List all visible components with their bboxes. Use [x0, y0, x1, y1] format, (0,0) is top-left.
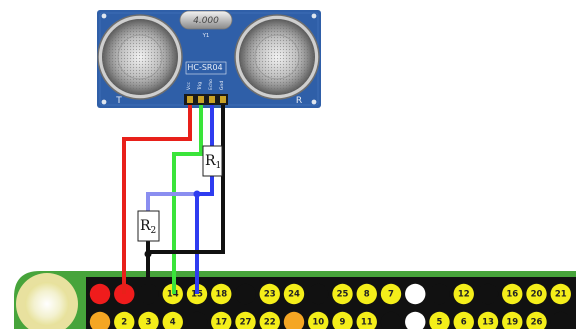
gpio-pin-bottom-4 — [162, 311, 183, 329]
gpio-pin-label: 4 — [170, 318, 176, 328]
trig-wire — [172, 105, 203, 294]
resistor-r1: R1 — [202, 145, 223, 177]
gpio-pin-label: 26 — [531, 318, 543, 328]
pin-label-vcc: Vcc — [186, 81, 192, 90]
transmitter-label: T — [115, 96, 122, 106]
svg-text:R1: R1 — [205, 153, 221, 171]
crystal-ref: Y1 — [202, 33, 210, 39]
divider-midpoint-wire — [146, 192, 197, 211]
gpio-pin-bottom-3 — [138, 311, 159, 329]
vcc-wire — [122, 105, 192, 294]
gpio-pin-bottom-7 — [235, 311, 256, 329]
gpio-pin-label: 23 — [264, 290, 276, 300]
gpio-pin-label: 25 — [337, 290, 349, 300]
pin-label-echo: Echo — [208, 79, 214, 90]
gpio-pin-top-1 — [89, 283, 111, 305]
gpio-pin-top-6 — [211, 283, 232, 305]
gpio-pin-bottom-20 — [550, 311, 571, 329]
gpio-pin-label: 3 — [146, 318, 152, 328]
gpio-pin-top-15 — [429, 283, 450, 305]
gpio-pin-label: 24 — [288, 290, 300, 300]
resistor-r1-sub: 1 — [216, 161, 222, 171]
gpio-pin-bottom-17 — [477, 311, 499, 329]
gpio-pin-top-10 — [308, 283, 329, 305]
gpio-pin-top-14 — [405, 283, 426, 305]
gpio-pin-top-13 — [380, 283, 402, 305]
gpio-pin-label: 21 — [555, 290, 567, 300]
gpio-pin-bottom-16 — [453, 311, 474, 329]
gpio-pin-label: 27 — [240, 318, 252, 328]
gpio-pin-top-11 — [332, 283, 353, 305]
gpio-pin-top-17 — [477, 283, 499, 305]
crystal-oscillator: 4.000 — [179, 10, 233, 30]
gpio-pin-label: 10 — [312, 318, 324, 328]
gpio-pin-label: 13 — [482, 318, 494, 328]
gpio-pin-label: 16 — [506, 290, 518, 300]
gpio-pin-bottom-1 — [89, 311, 111, 329]
sensor-pin-header — [184, 94, 228, 105]
gpio-pin-top-7 — [235, 283, 256, 305]
gpio-pin-bottom-6 — [211, 311, 232, 329]
resistor-r2: R2 — [137, 210, 160, 242]
sensor-pin-labels: Vcc Trig Echo Gnd — [186, 79, 225, 91]
gnd-wire — [148, 105, 225, 254]
gpio-pin-label: 7 — [388, 290, 394, 300]
gpio-pin-label: 15 — [191, 290, 203, 300]
gpio-pin-label: 17 — [215, 318, 227, 328]
gpio-pin-bottom-2 — [114, 311, 135, 329]
gpio-pin-bottom-10 — [308, 311, 329, 329]
gpio-pin-label: 5 — [437, 318, 443, 328]
gpio-pin-label: 20 — [531, 290, 543, 300]
crystal-value: 4.000 — [193, 16, 219, 26]
gpio-pin-top-12 — [356, 283, 377, 305]
receiver-label: R — [296, 96, 302, 106]
gpio-pin-top-19 — [526, 283, 547, 305]
gpio-pin-top-16 — [453, 283, 474, 305]
gpio-pin-bottom-9 — [283, 311, 305, 329]
resistor-r2-letter: R — [140, 218, 151, 234]
gpio-pin-bottom-18 — [502, 311, 523, 329]
wire-junction-echo — [193, 190, 201, 198]
gpio-pin-top-20 — [550, 283, 571, 305]
gpio-pin-label: 19 — [506, 318, 518, 328]
gpio-pin-bottom-5 — [186, 311, 208, 329]
pin-label-trig: Trig — [197, 82, 203, 91]
wire-junction-ground — [144, 250, 152, 258]
echo-divided-wire — [195, 176, 214, 294]
receiver-transducer — [234, 14, 320, 100]
gpio-pin-top-18 — [502, 283, 523, 305]
gpio-pin-top-9 — [283, 283, 305, 305]
gpio-pin-label: 6 — [461, 318, 467, 328]
gpio-pin-label: 12 — [458, 290, 470, 300]
gpio-pin-label: 2 — [121, 318, 127, 328]
svg-text:R2: R2 — [140, 218, 156, 236]
gpio-pin-bottom-15 — [429, 311, 450, 329]
gpio-pin-bottom-8 — [259, 311, 280, 329]
gpio-pin-bottom-12 — [356, 311, 377, 329]
gpio-pin-label: 14 — [167, 290, 179, 300]
resistor-r1-letter: R — [205, 153, 216, 169]
gpio-pin-label: 22 — [264, 318, 276, 328]
gpio-pin-label: 11 — [361, 318, 373, 328]
pin-label-gnd: Gnd — [219, 81, 225, 90]
gpio-pin-bottom-11 — [332, 311, 353, 329]
wires — [122, 105, 225, 294]
gpio-pin-bottom-14 — [405, 311, 426, 329]
sensor-model-label: HC-SR04 — [187, 63, 222, 72]
gpio-pin-label: 9 — [340, 318, 346, 328]
gpio-pin-label: 8 — [364, 290, 370, 300]
transmitter-transducer — [97, 14, 183, 100]
hc-sr04-sensor: 4.000 Y1 HC-SR04 T R Vcc Trig Echo Gnd — [97, 10, 321, 108]
gpio-pin-top-8 — [259, 283, 280, 305]
resistor-r2-sub: 2 — [151, 226, 157, 236]
gpio-pin-bottom-19 — [526, 311, 547, 329]
gpio-pin-bottom-13 — [380, 311, 402, 329]
gpio-pin-label: 18 — [215, 290, 227, 300]
